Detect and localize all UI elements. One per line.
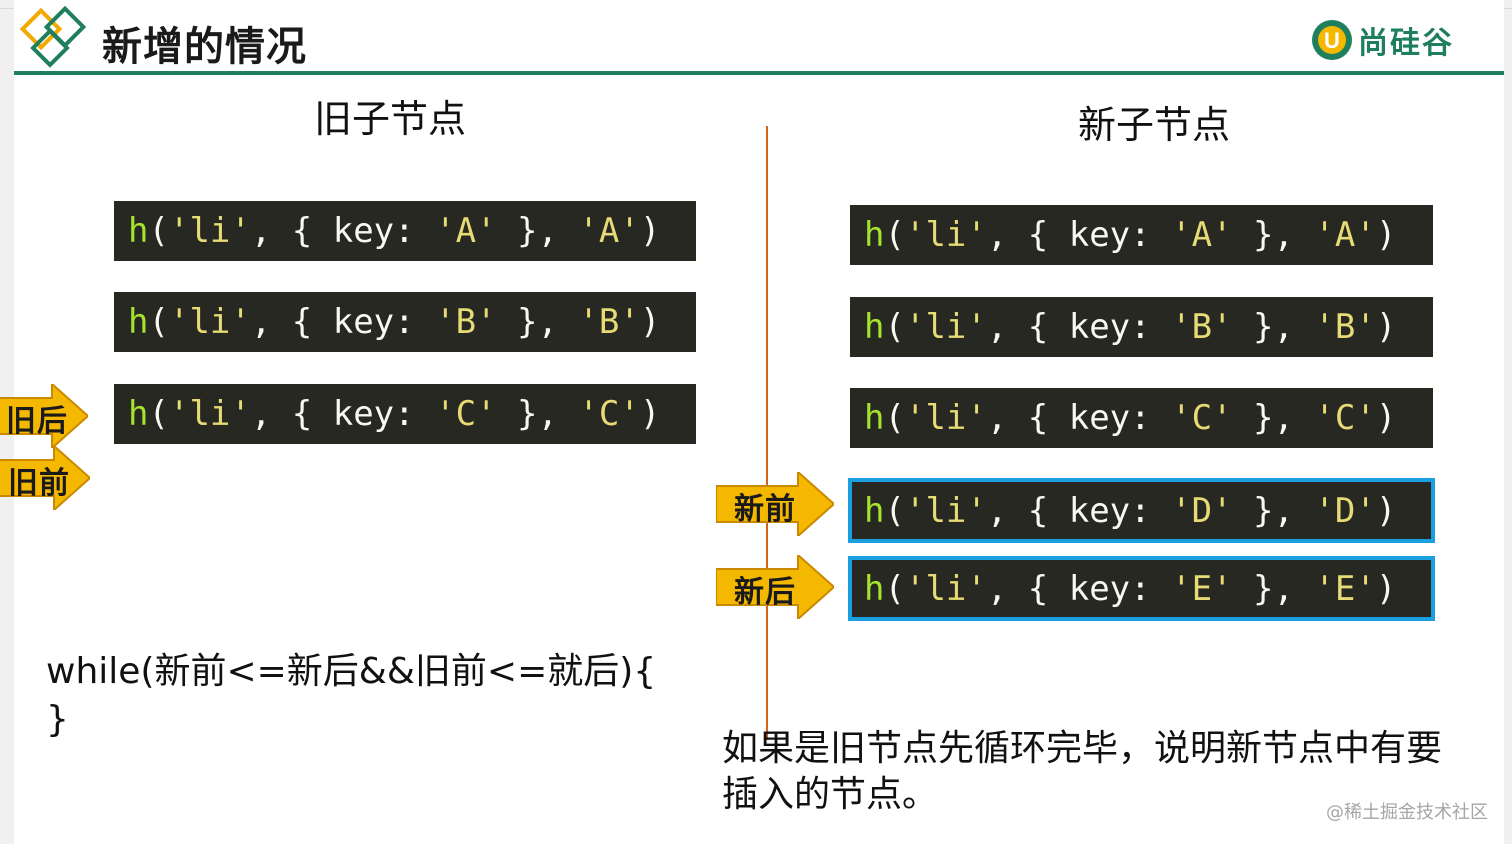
diamond-logo-icon bbox=[19, 6, 87, 68]
new-before-pointer: 新前 bbox=[716, 472, 834, 536]
old-after-pointer: 旧后 bbox=[0, 384, 88, 448]
column-divider bbox=[766, 126, 768, 740]
arrow-right-icon bbox=[0, 384, 88, 448]
old-node-c: h('li', { key: 'C' }, 'C') bbox=[114, 384, 696, 444]
page-title: 新增的情况 bbox=[102, 24, 307, 70]
svg-text:U: U bbox=[1324, 28, 1340, 53]
new-node-a: h('li', { key: 'A' }, 'A') bbox=[850, 205, 1433, 265]
arrow-right-icon bbox=[716, 472, 834, 536]
old-node-a: h('li', { key: 'A' }, 'A') bbox=[114, 201, 696, 261]
brand-name: 尚硅谷 bbox=[1358, 26, 1454, 61]
old-node-b: h('li', { key: 'B' }, 'B') bbox=[114, 292, 696, 352]
new-after-pointer: 新后 bbox=[716, 555, 834, 619]
conclusion-note: 如果是旧节点先循环完毕，说明新节点中有要插入的节点。 bbox=[722, 728, 1443, 815]
brand-u-icon: U bbox=[1312, 20, 1352, 60]
new-node-d-inserted: h('li', { key: 'D' }, 'D') bbox=[848, 478, 1435, 543]
old-children-title: 旧子节点 bbox=[314, 97, 467, 141]
new-node-e-inserted: h('li', { key: 'E' }, 'E') bbox=[848, 556, 1435, 621]
header-rule bbox=[14, 71, 1504, 75]
new-node-c: h('li', { key: 'C' }, 'C') bbox=[850, 388, 1433, 448]
old-before-pointer: 旧前 bbox=[0, 446, 90, 510]
arrow-right-icon bbox=[0, 446, 90, 510]
loop-line-1: while(新前<=新后&&旧前<=就后){ bbox=[46, 651, 657, 692]
arrow-right-icon bbox=[716, 555, 834, 619]
loop-line-2: } bbox=[46, 699, 69, 740]
brand-logo: U 尚硅谷 bbox=[1310, 18, 1454, 62]
while-loop-code: while(新前<=新后&&旧前<=就后){} bbox=[46, 648, 656, 744]
new-children-title: 新子节点 bbox=[1078, 103, 1231, 147]
new-node-b: h('li', { key: 'B' }, 'B') bbox=[850, 297, 1433, 357]
watermark: @稀土掘金技术社区 bbox=[1326, 802, 1488, 823]
